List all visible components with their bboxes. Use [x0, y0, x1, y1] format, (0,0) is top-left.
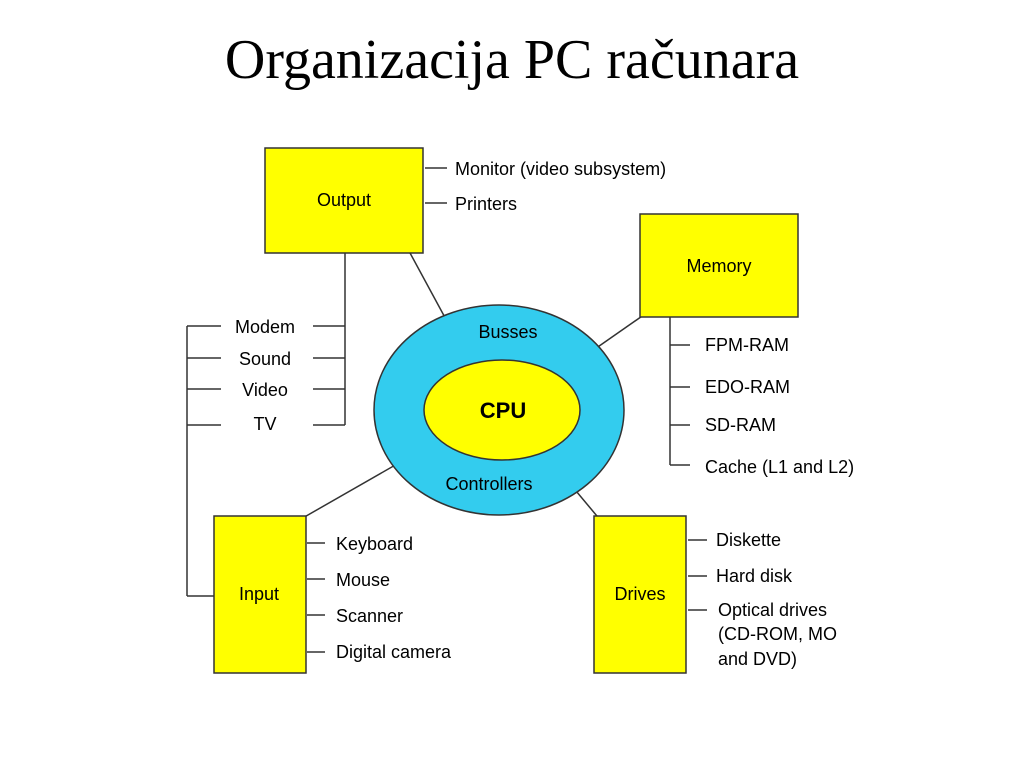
- memory-box: [639, 213, 799, 318]
- sub-item-sound: Sound: [239, 349, 291, 369]
- cpu-core: [423, 359, 581, 461]
- memory-item-fpm: FPM-RAM: [705, 335, 789, 355]
- cpu-label: CPU: [480, 398, 526, 423]
- drives-box-label: Drives: [614, 584, 665, 604]
- sub-item-tv: TV: [253, 414, 276, 434]
- drives-item-optical: Optical drives: [718, 600, 827, 620]
- sub-item-video: Video: [242, 380, 288, 400]
- drives-box: [593, 515, 687, 674]
- memory-item-edo: EDO-RAM: [705, 377, 790, 397]
- drives-item-optical-types: (CD-ROM, MO: [718, 624, 837, 644]
- drives-item-hard-disk: Hard disk: [716, 566, 793, 586]
- input-box: [213, 515, 307, 674]
- output-item-printers: Printers: [455, 194, 517, 214]
- memory-item-sd: SD-RAM: [705, 415, 776, 435]
- page-title: Organizacija PC računara: [224, 29, 800, 91]
- input-item-mouse: Mouse: [336, 570, 390, 590]
- output-box: [264, 147, 424, 254]
- memory-item-cache: Cache (L1 and L2): [705, 457, 854, 477]
- drives-item-optical-dvd: and DVD): [718, 649, 797, 669]
- input-item-scanner: Scanner: [336, 606, 403, 626]
- controllers-label: Controllers: [445, 474, 532, 494]
- input-box-label: Input: [239, 584, 279, 604]
- busses-label: Busses: [478, 322, 537, 342]
- drives-item-diskette: Diskette: [716, 530, 781, 550]
- output-box-label: Output: [317, 190, 371, 210]
- input-item-keyboard: Keyboard: [336, 534, 413, 554]
- output-item-monitor: Monitor (video subsystem): [455, 159, 666, 179]
- memory-box-label: Memory: [686, 256, 751, 276]
- sub-item-modem: Modem: [235, 317, 295, 337]
- input-item-camera: Digital camera: [336, 642, 452, 662]
